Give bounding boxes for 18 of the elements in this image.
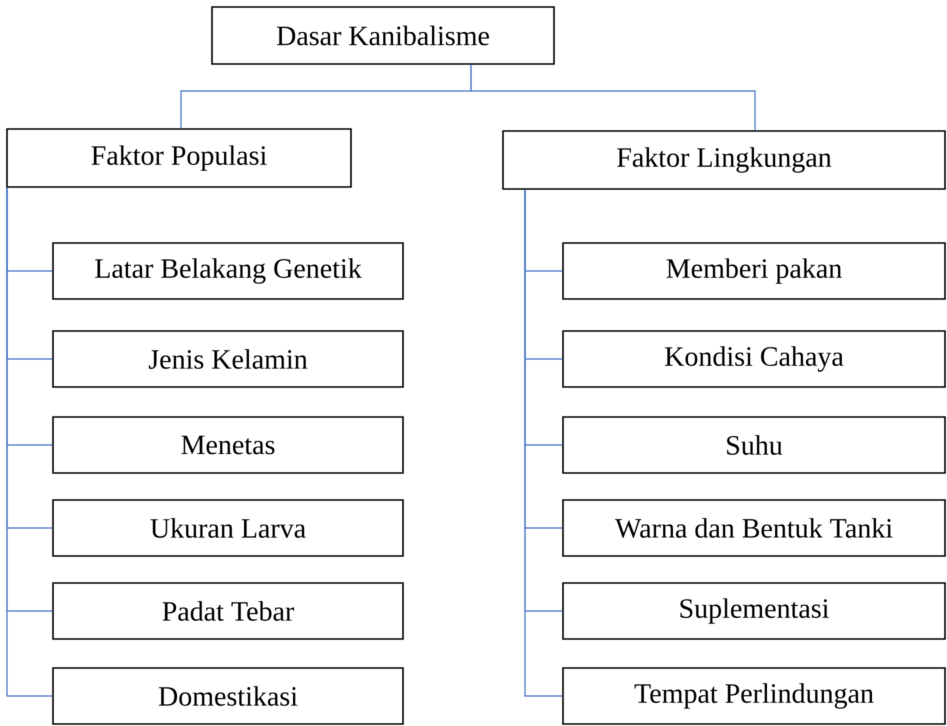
category-box: Faktor Populasi xyxy=(6,128,352,188)
category-box: Kondisi Cahaya xyxy=(562,330,946,388)
category-box: Faktor Lingkungan xyxy=(502,130,946,190)
category-box: Warna dan Bentuk Tanki xyxy=(562,499,946,557)
category-box: Suhu xyxy=(562,416,946,474)
category-box: Dasar Kanibalisme xyxy=(211,6,555,65)
connector-line xyxy=(6,188,52,697)
category-box: Menetas xyxy=(52,416,404,474)
category-box: Domestikasi xyxy=(52,667,404,725)
category-box: Jenis Kelamin xyxy=(52,330,404,388)
category-box: Tempat Perlindungan xyxy=(562,667,946,725)
category-box: Suplementasi xyxy=(562,582,946,640)
connector-line xyxy=(470,64,756,130)
category-box: Padat Tebar xyxy=(52,582,404,640)
category-box: Latar Belakang Genetik xyxy=(52,242,404,300)
connector-line xyxy=(524,190,562,697)
category-box: Memberi pakan xyxy=(562,242,946,300)
category-box: Ukuran Larva xyxy=(52,499,404,557)
